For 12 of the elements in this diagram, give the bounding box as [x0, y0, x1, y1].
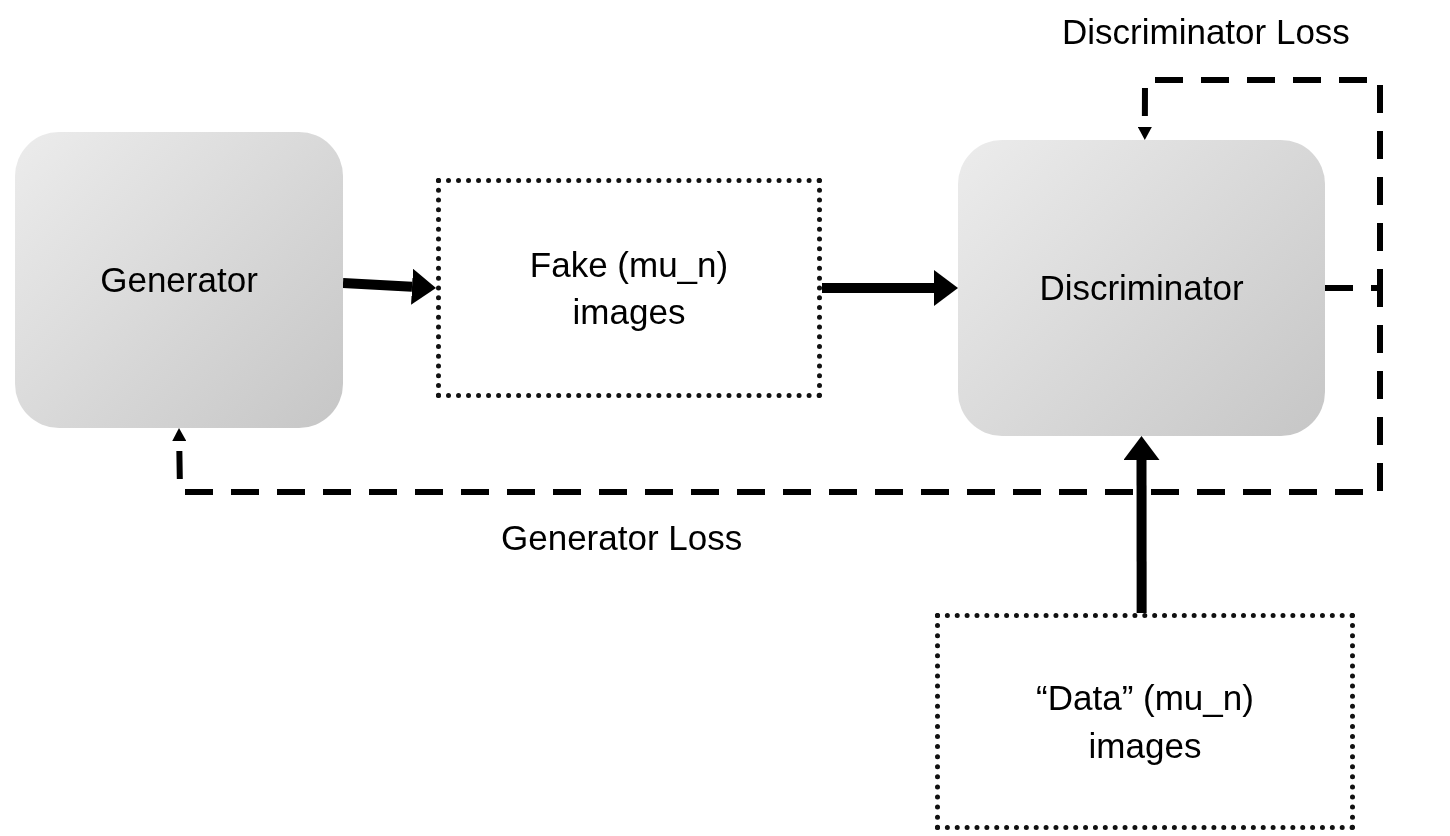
node-label: Fake (mu_n) images: [528, 243, 730, 333]
arrow: [342, 268, 436, 305]
arrow: [1123, 436, 1160, 613]
node-label: Generator: [100, 259, 258, 302]
data-box: [935, 613, 1355, 830]
node-label: Discriminator: [1039, 267, 1244, 310]
data-box: [436, 178, 822, 398]
arrow: [822, 270, 958, 306]
node-label: “Data” (mu_n) images: [1035, 677, 1255, 767]
dashed-arrow: [1137, 77, 1383, 291]
process-box: [15, 132, 343, 428]
process-box: [958, 140, 1325, 436]
